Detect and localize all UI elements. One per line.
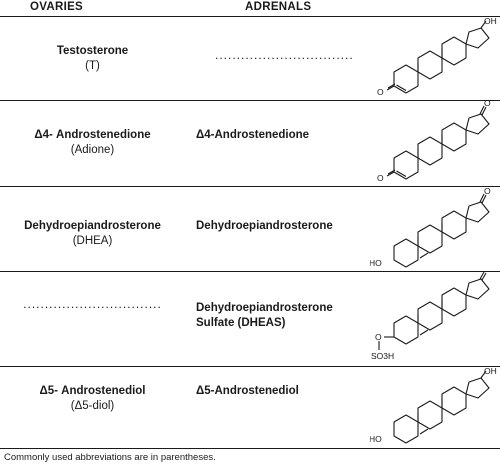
ovaries-abbreviation: (Adione): [70, 144, 115, 156]
hydroxyl-label: OH: [484, 366, 497, 376]
adrenals-cell: Δ5-Androstenediol: [196, 384, 361, 399]
adrenals-header: ADRENALS: [245, 1, 312, 13]
dhea-structure: HO O: [370, 186, 491, 268]
hydroxyl-label: OH: [484, 16, 497, 26]
androstenedione-structure: O O: [377, 100, 491, 183]
table-row: Dehydroepiandrosterone (DHEA) Dehydroepi…: [0, 186, 500, 271]
ovaries-cell-empty: ................................: [23, 297, 162, 311]
androstenediol-structure: HO OH: [370, 366, 497, 444]
sulfate-label: SO3H: [371, 351, 394, 361]
adrenals-compound-name: Dehydroepiandrosterone: [196, 220, 333, 232]
ovaries-header: OVARIES: [30, 1, 84, 13]
ketone-o-label: O: [377, 87, 384, 97]
table-row: ................................ Dehydro…: [0, 271, 500, 366]
divider: [0, 100, 500, 101]
testosterone-structure: O OH: [377, 16, 497, 97]
divider: [0, 186, 500, 187]
ketone-o-label: O: [484, 100, 491, 108]
table-row: Δ5- Androstenediol (Δ5-diol) Δ5-Androste…: [0, 366, 500, 448]
adrenals-cell: Dehydroepiandrosterone Sulfate (DHEAS): [196, 301, 361, 331]
footnote: Commonly used abbreviations are in paren…: [4, 452, 216, 463]
table-row: Δ4- Androstenedione (Adione) Δ4-Androste…: [0, 100, 500, 186]
adrenals-compound-name: Dehydroepiandrosterone: [196, 302, 333, 314]
dheas-structure: O SO3H: [371, 271, 490, 361]
hydroxyl-label: HO: [370, 258, 382, 268]
adrenals-compound-name: Δ5-Androstenediol: [196, 385, 299, 397]
ester-o-label: O: [375, 332, 382, 342]
divider: [0, 271, 500, 272]
ovaries-compound-name: Testosterone: [56, 45, 129, 57]
adrenals-compound-name: Δ4-Androstenedione: [196, 129, 310, 141]
table-row: Testosterone (T) .......................…: [0, 16, 500, 100]
ovaries-abbreviation: (DHEA): [72, 235, 113, 247]
hydroxyl-label: HO: [370, 434, 382, 444]
ketone-o-label: O: [484, 186, 491, 196]
ovaries-compound-name: Dehydroepiandrosterone: [24, 220, 161, 232]
ovaries-cell: Dehydroepiandrosterone (DHEA): [0, 219, 185, 249]
ovaries-cell: Δ5- Androstenediol (Δ5-diol): [0, 384, 185, 414]
adrenals-abbreviation: Sulfate (DHEAS): [196, 317, 286, 329]
divider: [0, 448, 500, 449]
adrenals-cell: Δ4-Androstenedione: [196, 128, 361, 143]
adrenals-cell-empty: ................................: [215, 48, 354, 62]
ovaries-abbreviation: (Δ5-diol): [70, 400, 115, 412]
divider: [0, 16, 500, 17]
ovaries-compound-name: Δ5- Androstenediol: [39, 385, 146, 397]
divider: [0, 366, 500, 367]
ovaries-compound-name: Δ4- Androstenedione: [34, 129, 151, 141]
adrenals-cell: Dehydroepiandrosterone: [196, 219, 361, 234]
ovaries-abbreviation: (T): [85, 60, 100, 72]
ketone-o-label: O: [377, 173, 384, 183]
ovaries-cell: Testosterone (T): [0, 44, 185, 74]
ovaries-cell: Δ4- Androstenedione (Adione): [0, 128, 185, 158]
